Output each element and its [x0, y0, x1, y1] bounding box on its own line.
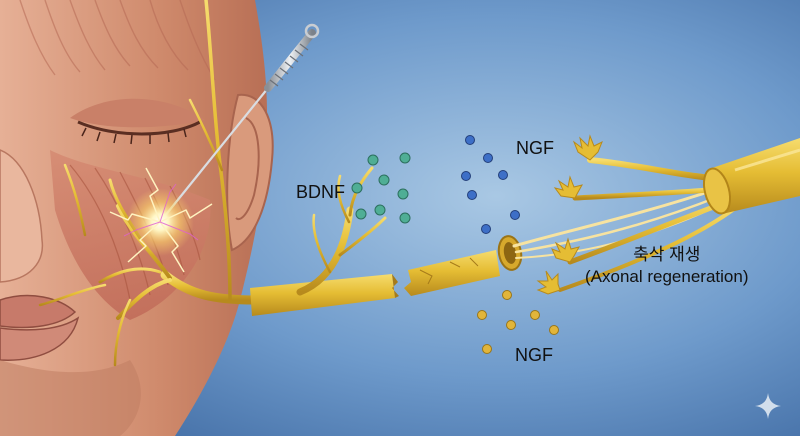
- bdnf-label: BDNF: [296, 182, 345, 202]
- electric-spark-icon: [109, 167, 213, 273]
- ngf-bottom-label: NGF: [515, 345, 553, 365]
- damaged-nerve: [250, 134, 800, 316]
- ngf-top-molecules: [461, 135, 520, 234]
- axonal-regeneration-label: 축삭 재생 (Axonal regeneration): [585, 244, 748, 288]
- axonal-regeneration-korean: 축삭 재생: [633, 245, 701, 264]
- ngf-bottom-molecules: [477, 290, 559, 354]
- axonal-regeneration-english: (Axonal regeneration): [585, 267, 749, 286]
- bdnf-molecules: [351, 152, 411, 224]
- gemini-sparkle-icon: [755, 393, 781, 419]
- ngf-top-label: NGF: [516, 138, 554, 158]
